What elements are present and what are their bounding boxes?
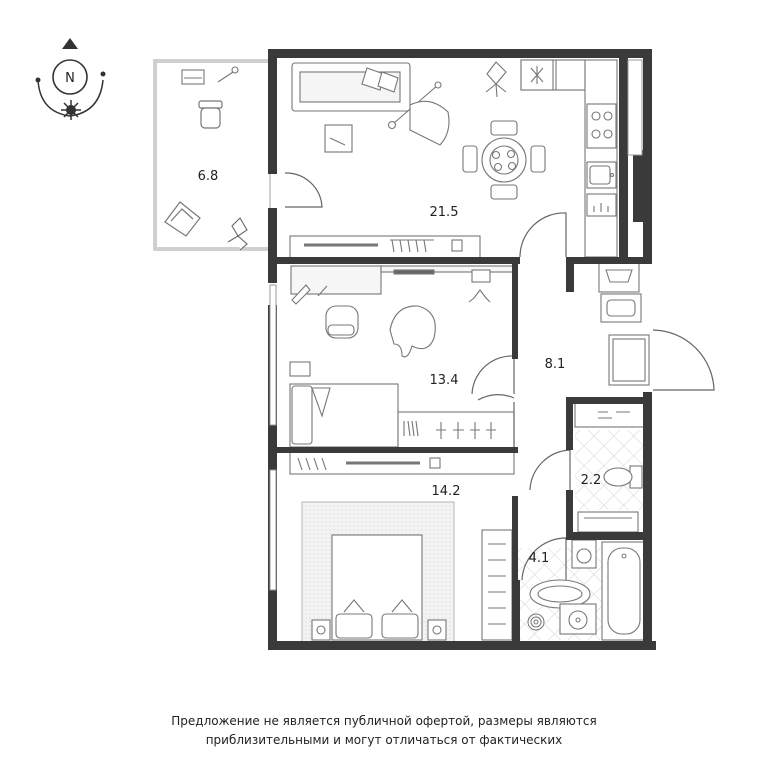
- bath-mat-icon: [529, 579, 591, 609]
- sun-icon: [61, 100, 81, 120]
- column: [633, 150, 643, 222]
- wall-tv-icon: [393, 269, 435, 275]
- wall-wc-bottom: [566, 532, 652, 540]
- shoe-icon: [289, 361, 311, 377]
- coffee-table-icon: [324, 124, 353, 153]
- windows: [269, 59, 643, 591]
- nightstand-right-icon: [427, 619, 447, 641]
- wall-bedroom-right: [512, 496, 518, 650]
- bedroom-furniture: [289, 451, 515, 646]
- desk-chair-icon: [325, 305, 359, 339]
- doors: [284, 172, 715, 581]
- fridge-icon: [520, 59, 554, 91]
- wall-wc-left-lower: [566, 490, 573, 540]
- double-bed-icon: [331, 534, 423, 641]
- area-bathroom: 4.1: [529, 551, 550, 566]
- study-furniture: [289, 265, 516, 449]
- nightstand-left-icon: [311, 619, 331, 641]
- sun-arc: [37, 79, 104, 117]
- hanger-stand-icon: [468, 289, 491, 303]
- area-study-bedroom: 13.4: [430, 373, 459, 388]
- balcony: [153, 59, 271, 251]
- sink-icon: [586, 161, 617, 189]
- toilet-icon: [603, 465, 643, 489]
- wc-door-swing: [529, 449, 571, 491]
- wall-right-lower: [643, 392, 652, 650]
- wc-shelf-icon: [574, 401, 648, 428]
- spiral-icon: [527, 613, 545, 631]
- bedroom-tv-unit-icon: [289, 451, 515, 475]
- compass-arrow-icon: [62, 38, 78, 49]
- room-labels: 6.8 21.5 13.4 8.1 14.2 2.2 4.1: [198, 169, 602, 566]
- wall-top: [268, 49, 650, 58]
- wall-bottom: [268, 641, 656, 650]
- lounger-icon: [164, 201, 201, 237]
- balcony-table-icon: [181, 66, 239, 85]
- wall-bath-left: [512, 580, 520, 650]
- area-bedroom: 14.2: [432, 484, 461, 499]
- disclaimer-line-2: приблизительными и могут отличаться от ф…: [205, 733, 563, 747]
- wall-living-bottom-a: [268, 257, 520, 264]
- kitchen-counter: [520, 59, 618, 258]
- beanbag-icon: [389, 305, 436, 358]
- area-wc: 2.2: [581, 473, 602, 488]
- bedroom-door-swing: [477, 394, 515, 450]
- wall-wc-left: [566, 404, 573, 450]
- compass: N: [35, 38, 106, 120]
- desk-icon: [290, 265, 382, 295]
- bathroom-sink-icon: [559, 603, 597, 635]
- dishwasher-icon: [586, 193, 617, 217]
- balcony-plant-icon: [227, 217, 248, 251]
- tv-unit-icon: [289, 235, 481, 259]
- dining-table-icon: [462, 120, 546, 200]
- wall-right-upper: [643, 49, 652, 259]
- wall-study-bottom: [268, 447, 518, 453]
- wall-left-mid: [268, 208, 277, 283]
- compass-ring: [52, 59, 88, 95]
- wall-study-right: [512, 264, 518, 359]
- bedroom-wardrobe-icon: [481, 529, 513, 641]
- wc-sink-icon: [577, 511, 639, 533]
- single-bed-icon: [289, 383, 399, 448]
- compass-label: N: [65, 71, 75, 86]
- sofa-icon: [291, 62, 411, 112]
- wardrobe-icon: [397, 411, 515, 449]
- walls: [268, 49, 656, 650]
- wall-hall-stub: [566, 257, 574, 292]
- area-living-kitchen: 21.5: [430, 205, 459, 220]
- wall-wc-top: [566, 397, 652, 404]
- study-door-swing: [471, 355, 515, 395]
- wall-living-bottom-b: [566, 257, 652, 264]
- floor-plant-icon: [485, 61, 507, 98]
- disclaimer-line-1: Предложение не является публичной оферто…: [171, 714, 597, 728]
- monitor-icon: [471, 269, 491, 283]
- bathtub-icon: [601, 541, 647, 641]
- wall-left-upper: [268, 49, 277, 174]
- living-door-swing: [519, 212, 567, 258]
- balcony-door-swing: [284, 172, 323, 208]
- hallway-furniture: [598, 261, 650, 386]
- desk-lamp-icon: [291, 284, 328, 305]
- wall-kitchen-outer: [619, 49, 628, 259]
- entrance-door-swing: [652, 329, 715, 391]
- bathroom-door-swing: [521, 537, 567, 581]
- armchair-icon: [387, 81, 450, 146]
- washing-machine-icon: [571, 539, 597, 569]
- area-balcony: 6.8: [198, 169, 219, 184]
- living-kitchen-furniture: [289, 59, 618, 259]
- balcony-chair-icon: [198, 100, 223, 129]
- hob-icon: [586, 103, 617, 149]
- area-hallway: 8.1: [545, 357, 566, 372]
- wc-fixtures: [574, 401, 648, 533]
- bathroom-fixtures: [518, 539, 648, 641]
